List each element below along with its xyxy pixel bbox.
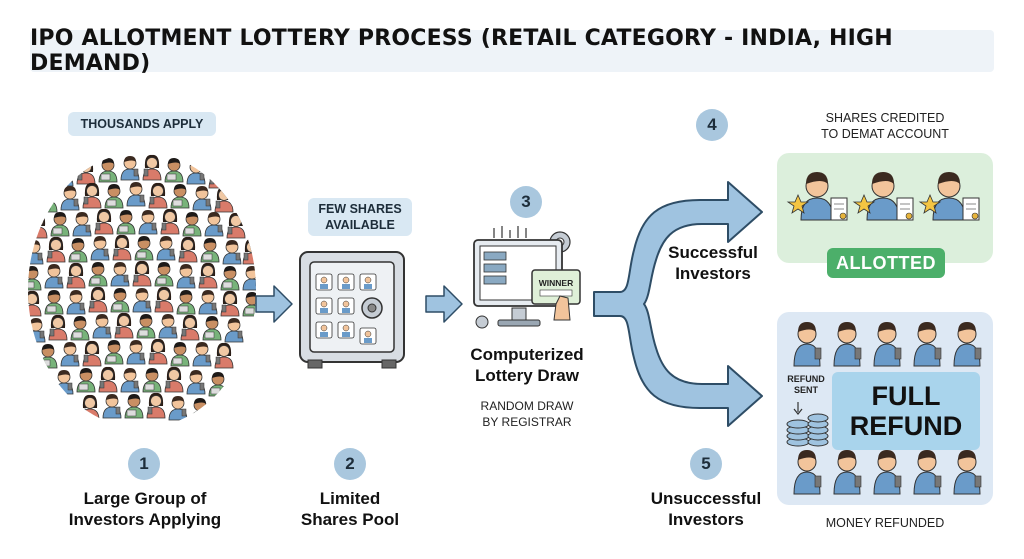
unsuccessful-investors-bottom-row [793, 449, 982, 495]
step-4-label-line1: Successful [668, 243, 758, 262]
allotted-badge: ALLOTTED [827, 248, 945, 278]
few-shares-tag: FEW SHARES AVAILABLE [308, 198, 412, 236]
step-3-badge: 3 [510, 186, 542, 218]
step-4-label-line2: Investors [675, 264, 751, 283]
shares-credited-line1: SHARES CREDITED [825, 111, 945, 125]
step-4-badge: 4 [696, 109, 728, 141]
step-5-badge: 5 [690, 448, 722, 480]
step-2-label: Limited Shares Pool [270, 488, 430, 530]
shares-credited-note: SHARES CREDITED TO DEMAT ACCOUNT [790, 110, 980, 142]
step-2-label-line1: Limited [319, 489, 381, 508]
split-arrow-icon [593, 181, 763, 427]
winner-text: WINNER [539, 278, 573, 288]
step-1-label: Large Group of Investors Applying [50, 488, 240, 530]
step-5-label: Unsuccessful Investors [636, 488, 776, 530]
random-draw-note-line1: RANDOM DRAW [480, 399, 574, 413]
page-title: IPO ALLOTMENT LOTTERY PROCESS (RETAIL CA… [30, 26, 893, 76]
refund-sent-line2: SENT [793, 385, 818, 395]
random-draw-note: RANDOM DRAW BY REGISTRAR [452, 398, 602, 430]
arrow-right-icon [255, 285, 293, 323]
step-5-label-line2: Investors [668, 510, 744, 529]
successful-investors-illustration [787, 171, 980, 221]
few-shares-tag-line2: AVAILABLE [325, 218, 395, 232]
step-2-label-line2: Shares Pool [300, 510, 400, 529]
step-3-label-line1: Computerized [470, 345, 584, 364]
full-refund-line1: FULL [871, 381, 941, 411]
step-5-label-line1: Unsuccessful [650, 489, 762, 508]
coin-stack-icon [786, 402, 829, 447]
step-3-label: Computerized Lottery Draw [452, 344, 602, 386]
title-bar: IPO ALLOTMENT LOTTERY PROCESS (RETAIL CA… [30, 26, 994, 76]
full-refund-line2: REFUND [849, 411, 963, 441]
arrow-right-icon [425, 285, 463, 323]
refund-sent-note: REFUND SENT [778, 374, 834, 396]
vault-icon [299, 251, 405, 369]
step-4-label: Successful Investors [648, 242, 778, 284]
branching-arrows [593, 181, 763, 427]
step-1-label-line1: Large Group of [83, 489, 207, 508]
step-1-badge: 1 [128, 448, 160, 480]
thousands-apply-tag: THOUSANDS APPLY [68, 112, 216, 136]
random-draw-note-line2: BY REGISTRAR [482, 415, 572, 429]
full-refund-box: FULL REFUND [832, 372, 980, 450]
investor-crowd-illustration [28, 154, 256, 423]
few-shares-tag-line1: FEW SHARES [318, 202, 402, 216]
step-2-badge: 2 [334, 448, 366, 480]
money-refunded-note: MONEY REFUNDED [825, 516, 945, 530]
step-3-label-line2: Lottery Draw [475, 366, 579, 385]
step-1-label-line2: Investors Applying [68, 510, 222, 529]
computer-lottery-icon: WINNER [473, 226, 581, 329]
unsuccessful-investors-top-row [793, 321, 982, 367]
shares-credited-line2: TO DEMAT ACCOUNT [821, 127, 949, 141]
refund-sent-line1: REFUND [787, 374, 825, 384]
